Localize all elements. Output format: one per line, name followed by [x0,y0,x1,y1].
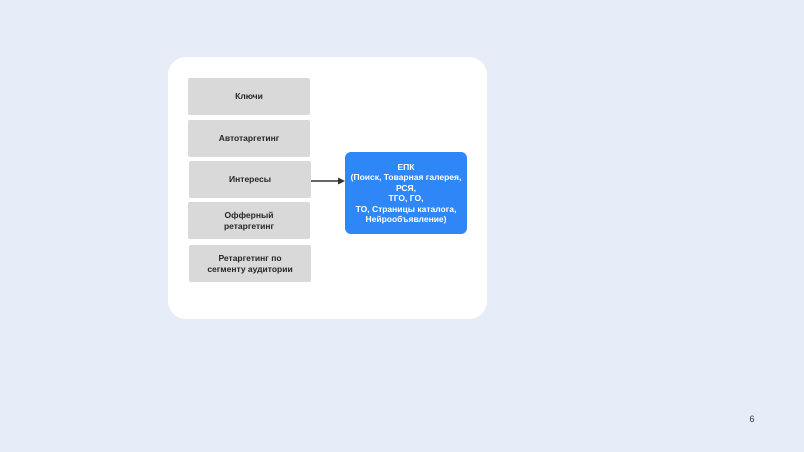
source-box-keys: Ключи [188,78,310,115]
target-box-epk: ЕПК (Поиск, Товарная галерея, РСЯ, ТГО, … [345,152,467,234]
source-box-autotargeting: Автотаргетинг [188,120,310,157]
page-number: 6 [749,414,755,424]
source-box-label: Автотаргетинг [218,133,280,143]
source-box-interests: Интересы [189,161,311,198]
arrow-connector [311,177,345,185]
source-box-offer-retargeting: Офферный ретаргетинг [188,202,310,239]
source-box-audience-retargeting: Ретаргетинг по сегменту аудитории [189,245,311,282]
target-box-label: ЕПК (Поиск, Товарная галерея, РСЯ, ТГО, … [350,161,462,225]
source-box-label: Интересы [229,174,271,184]
source-box-label: Ключи [235,91,263,101]
source-box-label: Ретаргетинг по сегменту аудитории [207,252,293,274]
source-box-label: Офферный ретаргетинг [223,209,275,231]
